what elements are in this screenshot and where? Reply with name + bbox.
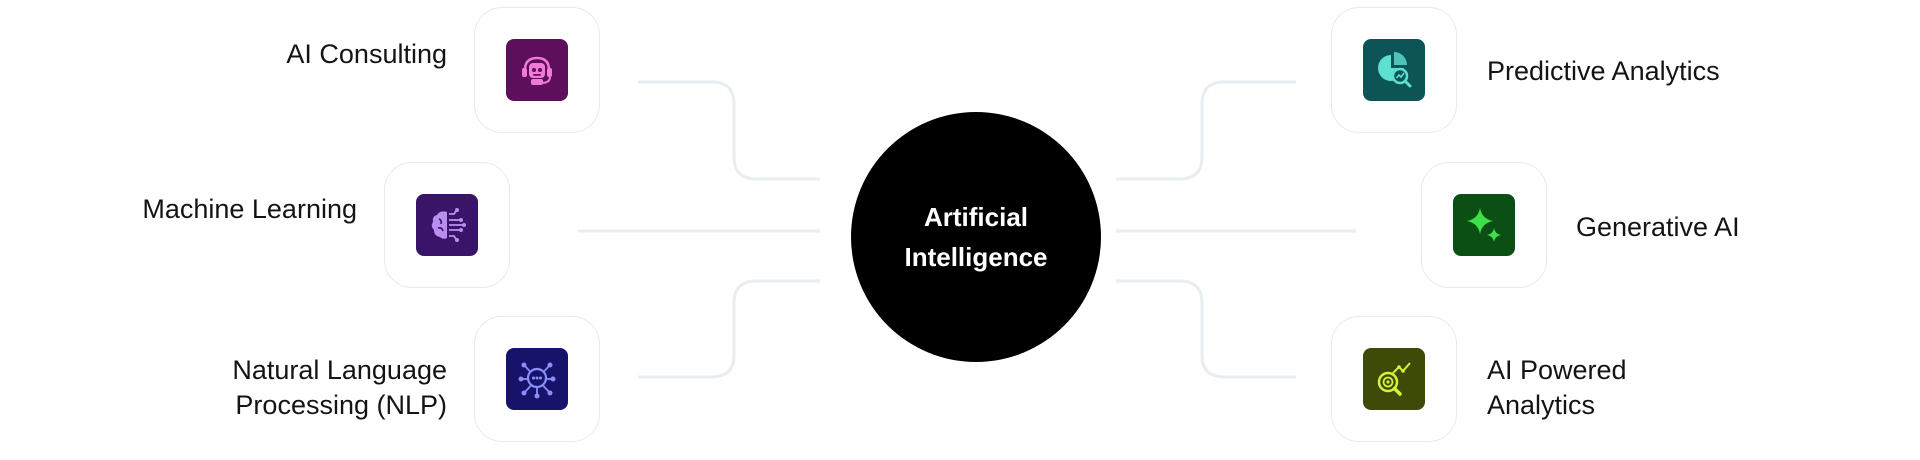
label-ai-consulting: AI Consulting xyxy=(286,39,447,69)
robot-headset-glyph xyxy=(522,56,552,85)
tile-machine-learning[interactable] xyxy=(384,162,510,288)
tile-predictive-analytics[interactable] xyxy=(1331,7,1457,133)
pie-chart-magnifier-glyph xyxy=(1378,52,1412,88)
connector-ai-powered-analytics xyxy=(1116,279,1296,379)
center-node: Artificial Intelligence xyxy=(851,112,1101,362)
center-title: Artificial Intelligence xyxy=(904,202,1048,272)
tile-ai-consulting[interactable] xyxy=(474,7,600,133)
pie-chart-magnifier-icon xyxy=(1363,39,1425,101)
connector-predictive-analytics xyxy=(1116,80,1296,181)
chart-magnifier-glyph xyxy=(1377,362,1411,396)
tile-nlp[interactable] xyxy=(474,316,600,442)
tile-generative-ai[interactable] xyxy=(1421,162,1547,288)
brain-circuit-icon xyxy=(416,194,478,256)
label-ai-powered-analytics: AI Powered Analytics xyxy=(1487,355,1627,420)
brain-circuit-glyph xyxy=(431,208,466,242)
chart-magnifier-icon xyxy=(1363,348,1425,410)
robot-headset-icon xyxy=(506,39,568,101)
connector-nlp xyxy=(638,279,820,379)
label-nlp: Natural Language Processing (NLP) xyxy=(232,355,447,420)
sparkles-glyph xyxy=(1467,208,1501,242)
label-generative-ai: Generative AI xyxy=(1576,212,1740,242)
connector-ai-consulting xyxy=(638,80,820,181)
chat-network-glyph xyxy=(518,362,556,399)
label-predictive-analytics: Predictive Analytics xyxy=(1487,56,1720,86)
label-machine-learning: Machine Learning xyxy=(142,194,357,224)
sparkles-icon xyxy=(1453,194,1515,256)
chat-network-icon xyxy=(506,348,568,410)
tile-ai-powered-analytics[interactable] xyxy=(1331,316,1457,442)
